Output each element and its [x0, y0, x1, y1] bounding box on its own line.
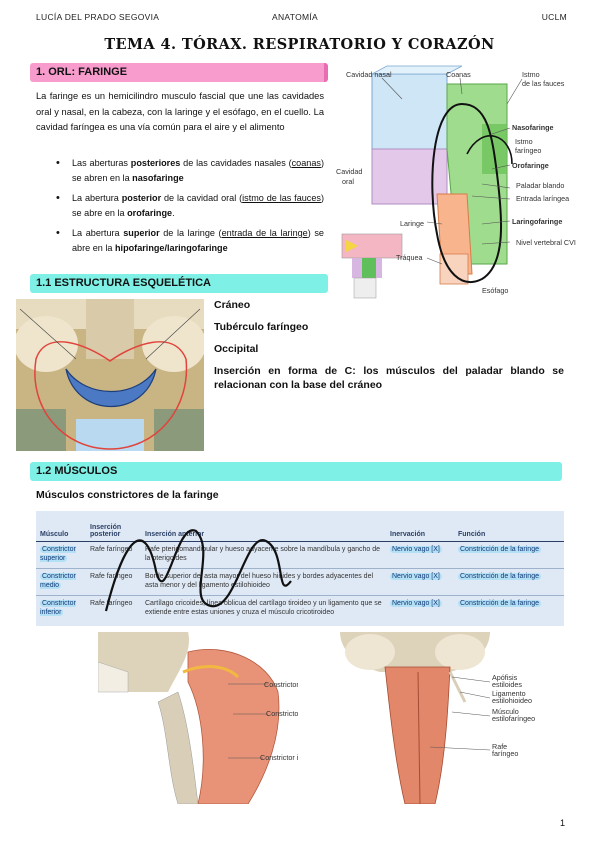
- posterior-constrictors-image: Apófisis estiloides Ligamento estilohioi…: [340, 632, 550, 804]
- bullet-item: La abertura superior de la laringe (entr…: [56, 226, 324, 256]
- skeletal-item: Tubérculo faríngeo: [214, 321, 309, 333]
- label-trachea: Tráquea: [396, 253, 423, 262]
- page-title: TEMA 4. TÓRAX. RESPIRATORIO Y CORAZÓN: [104, 36, 495, 53]
- th-insercion-anterior: Inserción anterior: [141, 511, 386, 542]
- label-oropharynx: Orofaringe: [512, 161, 549, 170]
- label-pharyngeal-isthmus: Istmo: [515, 137, 533, 146]
- label-stylohyoid: Ligamento: [492, 689, 526, 698]
- label-isthmus: Istmo: [522, 70, 540, 79]
- scribble-overlay: [104, 529, 292, 612]
- label-vertebral-level: Nivel vertebral CVI: [516, 238, 576, 247]
- label-laryngopharynx: Laringofaringe: [512, 217, 562, 226]
- th-inervacion: Inervación: [386, 511, 454, 542]
- label-larynx: Laringe: [400, 219, 424, 228]
- skeletal-item: Occipital: [214, 343, 259, 355]
- label-laryngeal-inlet: Entrada laríngea: [516, 194, 569, 203]
- header-author: LUCÍA DEL PRADO SEGOVIA: [36, 12, 160, 22]
- skeletal-structure-list: Cráneo Tubérculo faríngeo Occipital Inse…: [214, 299, 564, 402]
- bullet-list: Las aberturas posteriores de las cavidad…: [56, 156, 324, 261]
- table-row: Constrictor superior Rafe faríngeo Rafe …: [36, 541, 564, 569]
- label-oral-cavity: Cavidad: [336, 167, 362, 176]
- subheading-constrictores: Músculos constrictores de la faringe: [36, 489, 219, 501]
- label-esophagus: Esófago: [482, 286, 508, 295]
- bullet-item: Las aberturas posteriores de las cavidad…: [56, 156, 324, 186]
- skeletal-item: Cráneo: [214, 299, 251, 311]
- section-heading-musculos: 1.2 MÚSCULOS: [30, 462, 562, 481]
- label-soft-palate: Paladar blando: [516, 181, 564, 190]
- table-row: Constrictor inferior Rafe faríngeo Cartí…: [40, 599, 541, 616]
- label-nasopharynx: Nasofaringe: [512, 123, 554, 132]
- skull-base-image: [16, 299, 204, 451]
- header-subject: ANATOMÍA: [272, 12, 319, 22]
- label-nasal-cavity: Cavidad nasal: [346, 70, 392, 79]
- th-insercion-posterior: Inserción posterior: [86, 511, 141, 542]
- th-musculo: Músculo: [36, 511, 86, 542]
- label-isthmus-2: de las fauces: [522, 79, 565, 88]
- bullet-item: La abertura posterior de la cavidad oral…: [56, 191, 324, 221]
- pharynx-diagram: Cavidad nasal Coanas Istmo de las fauces…: [336, 65, 576, 299]
- label-choanae: Coanas: [446, 70, 471, 79]
- label-raphe: Rafe: [492, 742, 507, 751]
- label-stylopharyngeus: Músculo: [492, 707, 519, 716]
- muscles-table: Músculo Inserción posterior Inserción an…: [36, 511, 564, 626]
- intro-paragraph: La faringe es un hemicilindro musculo fa…: [36, 91, 324, 132]
- label-stylohyoid-2: estilohioideo: [492, 696, 532, 705]
- th-funcion: Función: [454, 511, 564, 542]
- label-styloid: Apófisis: [492, 673, 518, 682]
- header-university: UCLM: [541, 12, 567, 22]
- label-constrictor-superior: Constrictor superior: [264, 680, 298, 689]
- label-pharyngeal-isthmus-2: faríngeo: [515, 146, 541, 155]
- table-row: Constrictor medio Rafe faríngeo Borde su…: [36, 568, 564, 596]
- label-stylopharyngeus-2: estilofaríngeo: [492, 714, 535, 723]
- skeletal-note: Inserción en forma de C: los músculos de…: [214, 365, 564, 391]
- page-number: 1: [559, 818, 565, 828]
- section-heading-faringe: 1. ORL: FARINGE: [30, 63, 328, 82]
- label-oral-cavity-2: oral: [342, 177, 354, 186]
- section-heading-estructura: 1.1 ESTRUCTURA ESQUELÉTICA: [30, 274, 328, 293]
- label-styloid-2: estiloides: [492, 680, 522, 689]
- label-constrictor-medio: Constrictor medio: [266, 709, 298, 718]
- label-constrictor-inferior: Constrictor inferior: [260, 753, 298, 762]
- lateral-constrictors-image: Constrictor superior Constrictor medio C…: [98, 632, 298, 804]
- label-raphe-2: faríngeo: [492, 749, 518, 758]
